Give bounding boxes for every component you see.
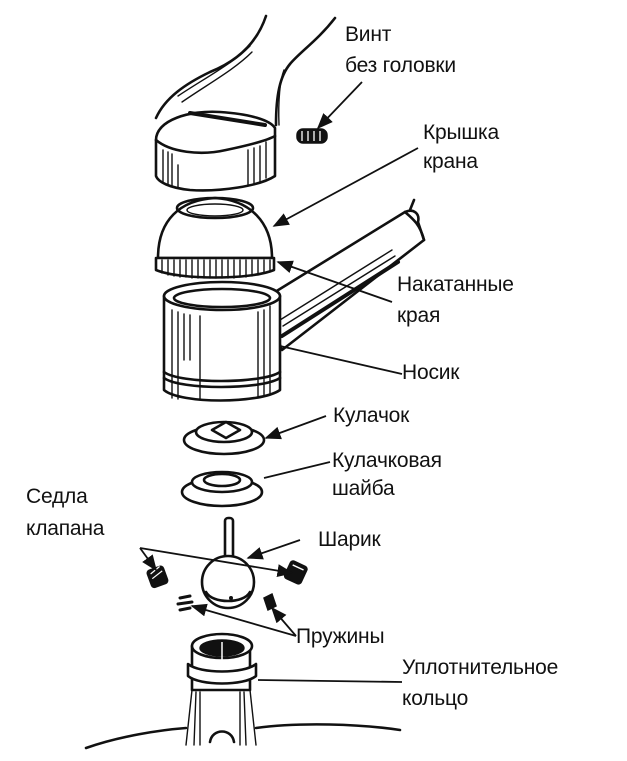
label-knurled-line2: края	[397, 303, 514, 328]
spring-left	[178, 596, 192, 610]
label-cap: Крышка крана	[423, 120, 499, 174]
leader-spout	[280, 346, 402, 374]
label-valve-seats-line2: клапана	[26, 516, 104, 541]
leader-o-ring	[258, 680, 402, 682]
label-springs-line1: Пружины	[296, 624, 384, 649]
cam-washer	[182, 472, 262, 506]
label-cam-washer: Кулачковая шайба	[332, 448, 442, 501]
label-spout-line1: Носик	[402, 360, 459, 385]
leader-ball	[248, 540, 300, 558]
leader-cam	[266, 416, 326, 438]
label-springs: Пружины	[296, 624, 384, 649]
label-setscrew-line1: Винт	[345, 22, 456, 47]
valve-seat-left	[146, 565, 168, 588]
label-cam: Кулачок	[333, 403, 409, 428]
label-setscrew: Винт без головки	[345, 22, 456, 78]
label-cap-line2: крана	[423, 149, 499, 174]
label-setscrew-line2: без головки	[345, 53, 456, 78]
label-cap-line1: Крышка	[423, 120, 499, 145]
label-cam-washer-line2: шайба	[332, 476, 442, 501]
spout-body	[164, 282, 280, 401]
label-o-ring-line1: Уплотнительное	[402, 655, 558, 680]
label-spout: Носик	[402, 360, 459, 385]
label-valve-seats: Седла клапана	[26, 484, 104, 541]
setscrew	[297, 129, 327, 143]
handle	[156, 16, 335, 190]
valve-body	[86, 634, 400, 748]
label-knurled: Накатанные края	[397, 272, 514, 328]
label-cam-washer-line1: Кулачковая	[332, 448, 442, 473]
leader-spring-left	[192, 606, 296, 636]
label-ball-line1: Шарик	[318, 527, 381, 552]
label-cam-line1: Кулачок	[333, 403, 409, 428]
spring-right	[264, 594, 276, 610]
label-o-ring: Уплотнительное кольцо	[402, 655, 558, 711]
cap	[156, 198, 274, 278]
label-ball: Шарик	[318, 527, 381, 552]
cam	[184, 422, 264, 454]
leader-seat-left	[140, 548, 156, 570]
leader-cap	[274, 148, 418, 226]
label-o-ring-line2: кольцо	[402, 686, 558, 711]
label-knurled-line1: Накатанные	[397, 272, 514, 297]
label-valve-seats-line1: Седла	[26, 484, 104, 509]
leader-setscrew	[318, 82, 362, 128]
leader-cam-washer	[264, 462, 330, 478]
